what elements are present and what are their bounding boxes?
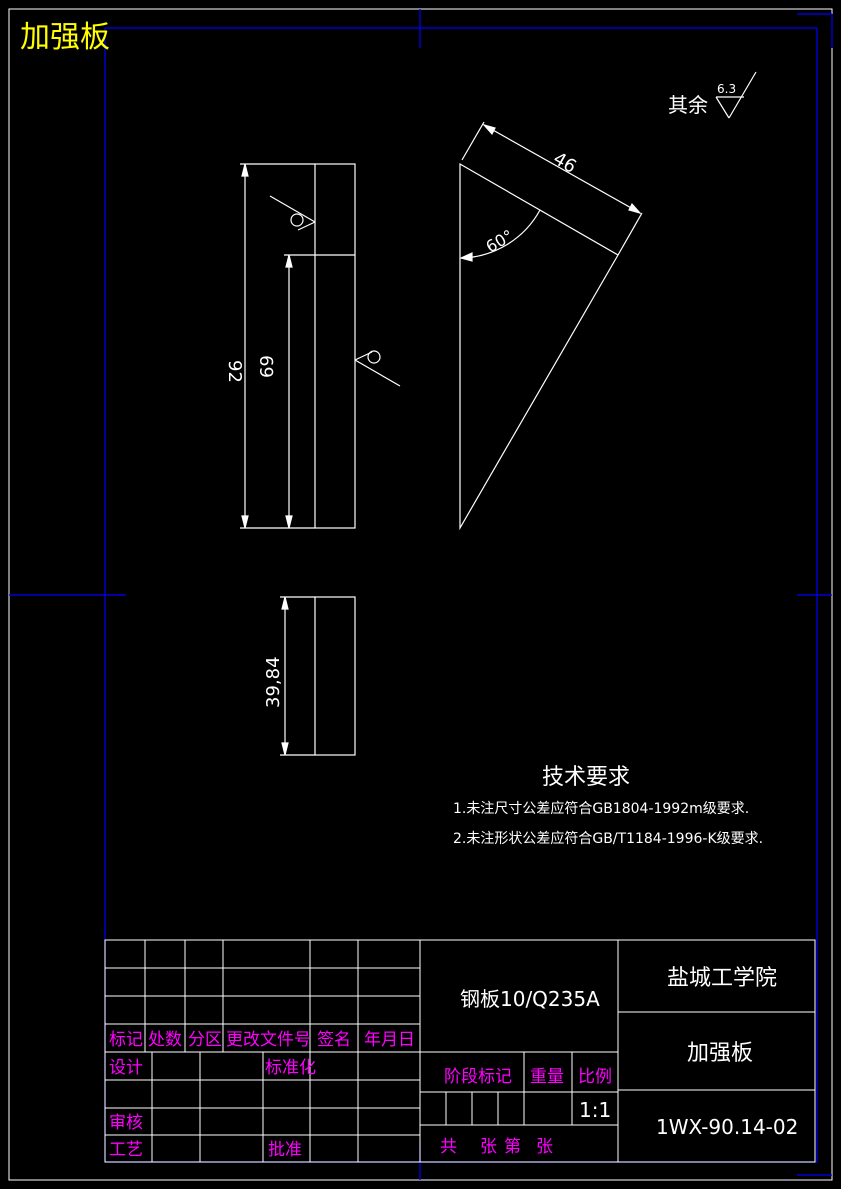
school-name: 盐城工学院: [667, 966, 777, 991]
label-design: 设计: [109, 1058, 143, 1078]
label-stage: 阶段标记: [444, 1067, 512, 1087]
label-weight: 重量: [530, 1067, 564, 1087]
front-view: [240, 163, 356, 529]
sheets-unit-label: 张: [480, 1137, 497, 1157]
label-count: 处数: [148, 1030, 182, 1050]
drawing-number: 1WX-90.14-02: [656, 1115, 798, 1139]
sheet-number-label: 第: [504, 1137, 521, 1157]
roughness-symbol-icon: [715, 71, 757, 119]
sheet-unit2-label: 张: [536, 1137, 553, 1157]
tech-requirement-1: 1.未注尺寸公差应符合GB1804-1992m级要求.: [453, 800, 749, 817]
dim-inner-height: 69: [257, 355, 278, 378]
bottom-view: [280, 596, 356, 756]
label-process: 工艺: [109, 1140, 143, 1160]
roughness-label: 其余: [668, 93, 708, 117]
tech-requirement-2: 2.未注形状公差应符合GB/T1184-1996-K级要求.: [453, 830, 763, 847]
label-zone: 分区: [188, 1030, 222, 1050]
label-ratio: 比例: [578, 1067, 612, 1087]
label-mark: 标记: [109, 1030, 143, 1050]
label-date: 年月日: [364, 1030, 415, 1050]
title-block-grid: [104, 939, 816, 1163]
label-change-doc: 更改文件号: [226, 1030, 311, 1050]
label-standardize: 标准化: [265, 1058, 316, 1078]
label-approve: 批准: [268, 1140, 302, 1160]
label-review: 审核: [109, 1113, 143, 1133]
label-signature: 签名: [317, 1030, 351, 1050]
tech-requirements-heading: 技术要求: [542, 765, 630, 790]
corner-title: 加强板: [20, 20, 110, 55]
part-name: 加强板: [687, 1041, 753, 1066]
roughness-value: 6.3: [717, 82, 736, 96]
scale-value: 1:1: [579, 1098, 611, 1122]
triangle-view: [459, 121, 643, 531]
dim-overall-height: 92: [224, 360, 245, 383]
material: 钢板10/Q235A: [460, 987, 600, 1011]
sheets-total-label: 共: [440, 1137, 457, 1157]
weld-symbol-icon: [269, 195, 401, 387]
dim-bottom-height: 39,84: [263, 656, 284, 708]
